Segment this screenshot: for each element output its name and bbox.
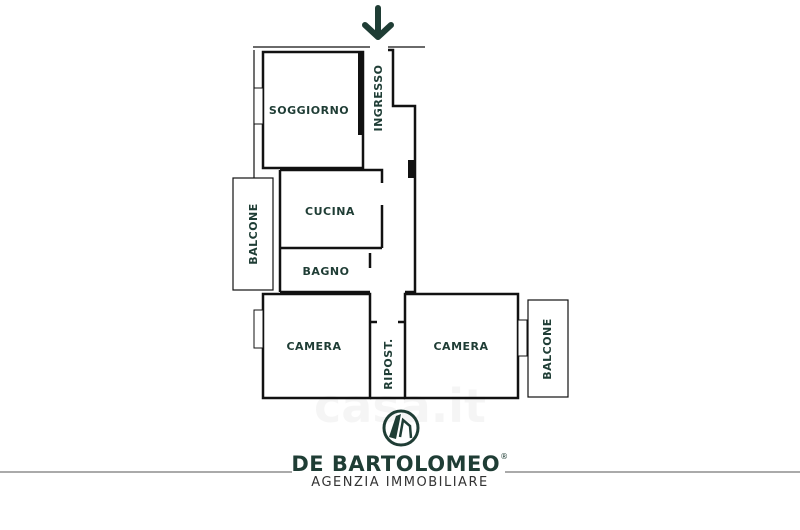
brand-name: DE BARTOLOMEO® [0, 452, 800, 476]
room-label-camera-left: CAMERA [286, 340, 341, 353]
room-label-bagno: BAGNO [303, 265, 350, 278]
entrance-arrow-icon [362, 5, 394, 40]
room-label-camera-right: CAMERA [433, 340, 488, 353]
registered-mark: ® [500, 452, 509, 461]
walls [232, 46, 569, 400]
brand-name-text: DE BARTOLOMEO [291, 452, 501, 476]
room-label-balcone-right: BALCONE [541, 318, 554, 380]
watermark: casa.it [314, 379, 486, 433]
brand-logo-icon [382, 409, 420, 447]
room-label-cucina: CUCINA [305, 205, 355, 218]
brand-subtitle: AGENZIA IMMOBILIARE [311, 475, 489, 490]
room-label-ripostiglio: RIPOST. [382, 338, 395, 389]
room-label-soggiorno: SOGGIORNO [269, 104, 349, 117]
room-label-ingresso: INGRESSO [372, 64, 385, 131]
room-label-balcone-left: BALCONE [247, 203, 260, 265]
